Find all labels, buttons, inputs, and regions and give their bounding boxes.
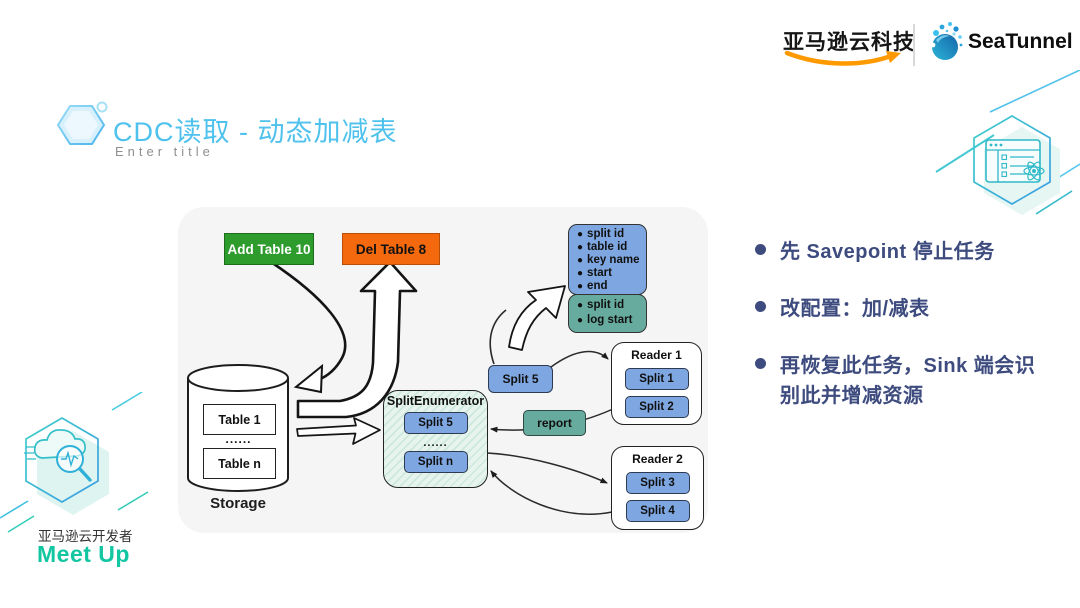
reader2-to-enumerator-arrow: [490, 470, 613, 515]
aws-smile-icon: [784, 50, 901, 66]
reader-1-box: Reader 1 Split 1 Split 2: [611, 342, 702, 425]
reader-2-split-3: Split 3: [625, 472, 690, 494]
report-box: report: [523, 410, 586, 436]
split5-to-detail-arrow: [508, 285, 566, 351]
page-subtitle: Enter title: [115, 144, 214, 159]
enumerator-ellipsis: ......: [423, 437, 448, 449]
footer-org-text: 亚马逊云开发者: [38, 529, 133, 544]
decor-hexagon-browser-icon: [935, 70, 1080, 215]
decor-hexagon-cloud-icon: [0, 392, 149, 533]
bullet-dot-icon: [755, 358, 766, 369]
split-enumerator-box: SplitEnumerator Split 5 ...... Split n: [383, 390, 488, 488]
del-table-arrow: [296, 260, 418, 419]
reader-2-box: Reader 2 Split 3 Split 4: [611, 446, 704, 530]
split-enumerator-title: SplitEnumerator: [386, 394, 485, 408]
del-table-box: Del Table 8: [342, 233, 440, 265]
bullet-dot-icon: ●: [577, 281, 584, 292]
bullet-dot-icon: ●: [577, 255, 584, 266]
reader-1-title: Reader 1: [631, 348, 682, 362]
footer-meetup-text: Meet Up: [37, 541, 130, 567]
storage-table-n: Table n: [203, 448, 276, 479]
storage-label: Storage: [210, 495, 266, 512]
bullet-dot-icon: ●: [577, 300, 584, 311]
aws-brand-text: 亚马逊云科技: [783, 31, 915, 54]
storage-to-enumerator-arrow: [296, 417, 381, 445]
storage-table-1: Table 1: [203, 404, 276, 435]
bullet-dot-icon: ●: [577, 229, 584, 240]
bullet-item: 改配置：加/减表: [755, 294, 1055, 324]
reader-2-split-4: Split 4: [625, 500, 690, 522]
seatunnel-logo-icon: [930, 22, 963, 60]
enumerator-to-reader2-arrow: [486, 452, 608, 484]
enumerator-split-5: Split 5: [403, 412, 468, 434]
bullet-dot-icon: [755, 244, 766, 255]
reader-1-split-1: Split 1: [624, 368, 689, 390]
split5-to-detail-tail: [489, 309, 507, 365]
key-points-panel: 先 Savepoint 停止任务 改配置：加/减表 再恢复此任务，Sink 端会…: [755, 237, 1055, 438]
add-table-arrow: [270, 260, 347, 394]
seatunnel-brand-text: SeaTunnel: [968, 30, 1073, 53]
bullet-item: 再恢复此任务，Sink 端会识别此并增减资源: [755, 351, 1055, 411]
bullet-item: 先 Savepoint 停止任务: [755, 237, 1055, 267]
reader-1-split-2: Split 2: [624, 396, 689, 418]
storage-ellipsis: ......: [225, 432, 252, 446]
title-hexagon-icon: [56, 101, 108, 145]
add-table-box: Add Table 10: [224, 233, 314, 265]
brand-divider: [913, 24, 915, 66]
enumerator-split-n: Split n: [403, 451, 468, 473]
bullet-dot-icon: [755, 301, 766, 312]
bullet-dot-icon: ●: [577, 268, 584, 279]
split5-to-reader1-arrow: [550, 350, 609, 368]
bullet-dot-icon: ●: [577, 242, 584, 253]
page-title: CDC读取 - 动态加减表: [113, 117, 398, 147]
split-detail-box: ●split id ●table id ●key name ●start ●en…: [568, 224, 647, 295]
log-detail-box: ●split id ●log start: [568, 294, 647, 333]
bullet-dot-icon: ●: [577, 315, 584, 326]
split-5-assignment-box: Split 5: [488, 365, 553, 393]
reader-2-title: Reader 2: [632, 452, 683, 466]
